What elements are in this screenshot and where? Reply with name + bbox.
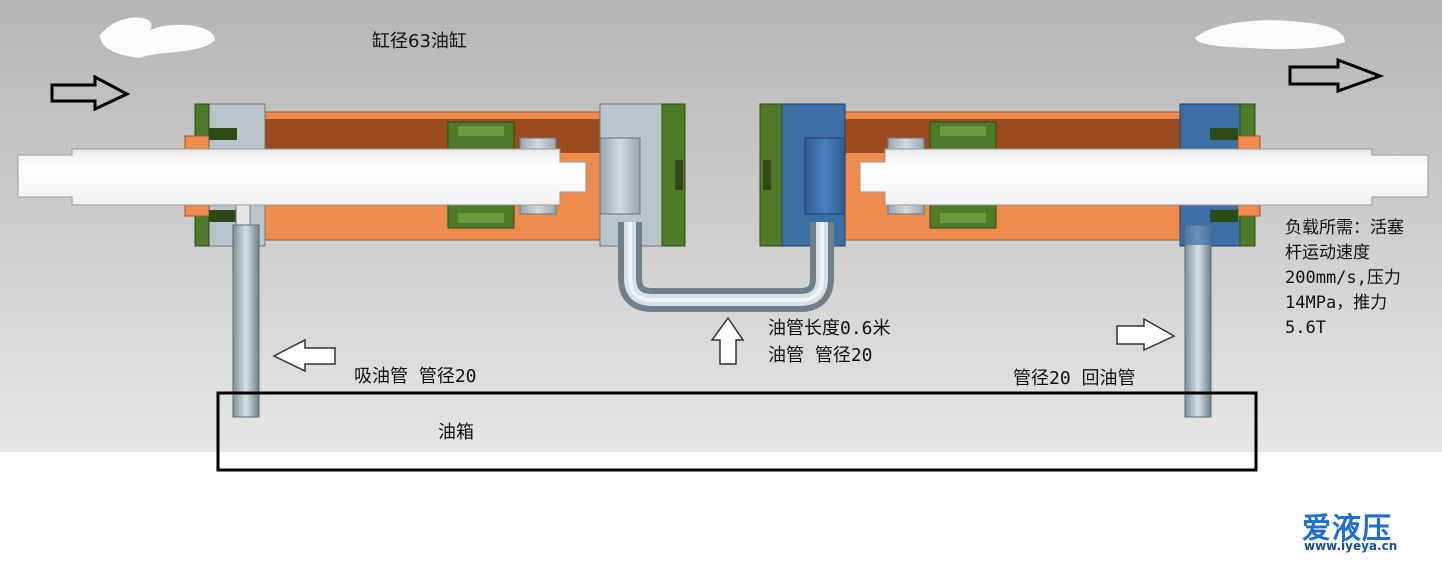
arrow-up-mid [710, 316, 745, 365]
load-note-line: 负载所需：活塞 [1285, 218, 1404, 238]
load-note-line: 5.6T [1285, 318, 1326, 338]
load-note-line: 200mm/s,压力 [1285, 268, 1401, 288]
return-pipe-label: 管径20 回油管 [1013, 368, 1136, 389]
arrow-right-cylinder-right [1288, 57, 1385, 94]
return-pipe [1184, 224, 1212, 418]
left-piston-rod [17, 148, 587, 206]
mid-pipe-length-label: 油管长度0.6米 [768, 318, 891, 339]
arrow-suction-left [272, 338, 336, 373]
suction-pipe [232, 224, 260, 418]
arrow-left-cylinder-right [50, 74, 131, 112]
scribble-left [100, 17, 215, 58]
oil-tank [216, 391, 1258, 472]
load-note-line: 杆运动速度 [1285, 243, 1370, 263]
site-logo: 爱液压 www.iyeya.cn [1302, 505, 1438, 557]
scribble-right [1195, 20, 1345, 50]
load-requirement-note: 负载所需：活塞 杆运动速度 200mm/s,压力 14MPa，推力 5.6T [1285, 216, 1435, 341]
right-piston-rod [859, 148, 1429, 206]
load-note-line: 14MPa，推力 [1285, 293, 1388, 313]
arrow-return-right [1116, 317, 1176, 352]
logo-url: www.iyeya.cn [1304, 539, 1398, 553]
cylinder-title: 缸径63油缸 [372, 31, 467, 52]
suction-pipe-label: 吸油管 管径20 [354, 366, 477, 387]
logo-text: 爱液压 [1302, 511, 1393, 545]
mid-pipe-diameter-label: 油管 管径20 [768, 345, 873, 366]
tank-label: 油箱 [438, 422, 474, 443]
